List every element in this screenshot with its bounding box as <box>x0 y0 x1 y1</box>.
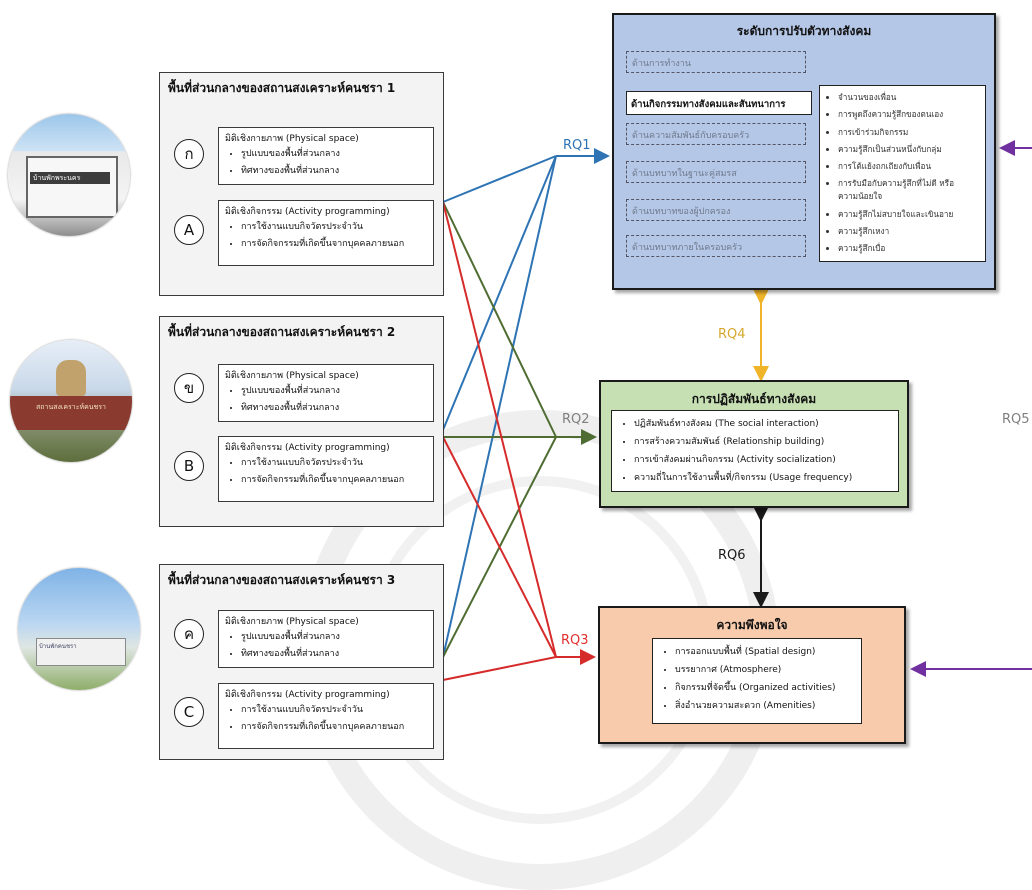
social-adjustment-title: ระดับการปรับตัวทางสังคม <box>736 24 872 38</box>
dashed-item: ด้านความสัมพันธ์กับครอบครัว <box>626 123 806 145</box>
rq4-label: RQ4 <box>718 327 746 342</box>
dashed-item: ด้านการทำงาน <box>626 51 806 73</box>
list-item: จำนวนของเพื่อน <box>838 91 985 104</box>
list-item: การใช้งานแบบกิจวัตรประจำวัน <box>241 219 404 233</box>
letter-badge-thai: ค <box>174 619 204 649</box>
social-adjustment-box: ระดับการปรับตัวทางสังคม ด้านการทำงาน ด้า… <box>612 13 996 290</box>
photo-elderly-home-2: สถานสงเคราะห์คนชรา <box>10 340 132 462</box>
activity-programming-box: มิติเชิงกิจกรรม (Activity programming) ก… <box>218 200 434 266</box>
list-item: ทิศทางของพื้นที่ส่วนกลาง <box>241 163 340 177</box>
rq3-connectors <box>442 201 596 681</box>
list-item: ทิศทางของพื้นที่ส่วนกลาง <box>241 400 340 414</box>
group-title: พื้นที่ส่วนกลางของสถานสงเคราะห์คนชรา 2 <box>168 325 396 339</box>
list-item: การจัดกิจกรรมที่เกิดขึ้นจากบุคคลภายนอก <box>241 236 404 250</box>
group-title: พื้นที่ส่วนกลางของสถานสงเคราะห์คนชรา 1 <box>168 81 396 95</box>
dashed-item: ด้านบทบาทภายในครอบครัว <box>626 235 806 257</box>
list-item: การจัดกิจกรรมที่เกิดขึ้นจากบุคคลภายนอก <box>241 472 404 486</box>
list-item: การใช้งานแบบกิจวัตรประจำวัน <box>241 702 404 716</box>
photo-elderly-home-3: บ้านพักคนชรา <box>18 568 140 690</box>
letter-badge-english: B <box>174 451 204 481</box>
rq3-label: RQ3 <box>561 633 589 648</box>
list-item: การเข้าร่วมกิจกรรม <box>838 126 985 139</box>
social-interaction-title: การปฏิสัมพันธ์ทางสังคม <box>691 392 817 406</box>
rq1-label: RQ1 <box>563 138 591 153</box>
list-item: การโต้แย้งถกเถียงกับเพื่อน <box>838 160 985 173</box>
physical-space-box: มิติเชิงกายภาพ (Physical space) รูปแบบขอ… <box>218 127 434 185</box>
rq2-connectors <box>442 201 597 658</box>
photo-elderly-home-1: บ้านพักพระนคร <box>8 114 130 236</box>
list-item: ทิศทางของพื้นที่ส่วนกลาง <box>241 646 340 660</box>
rq6-label: RQ6 <box>718 548 746 563</box>
social-interaction-list: ปฏิสัมพันธ์ทางสังคม (The social interact… <box>611 410 899 492</box>
satisfaction-box: ความพึงพอใจ การออกแบบพื้นที่ (Spatial de… <box>598 606 906 744</box>
activity-programming-title: มิติเชิงกิจกรรม (Activity programming) <box>225 443 390 453</box>
list-item: กิจกรรมที่จัดขึ้น (Organized activities) <box>675 680 861 694</box>
physical-space-box: มิติเชิงกายภาพ (Physical space) รูปแบบขอ… <box>218 610 434 668</box>
physical-space-title: มิติเชิงกายภาพ (Physical space) <box>225 134 359 144</box>
list-item: การจัดกิจกรรมที่เกิดขึ้นจากบุคคลภายนอก <box>241 719 404 733</box>
dashed-item: ด้านบทบาทของผู้ปกครอง <box>626 199 806 221</box>
list-item: การสร้างความสัมพันธ์ (Relationship build… <box>634 434 898 448</box>
list-item: บรรยากาศ (Atmosphere) <box>675 662 861 676</box>
list-item: รูปแบบของพื้นที่ส่วนกลาง <box>241 383 340 397</box>
list-item: การรับมือกับความรู้สึกที่ไม่ดี หรือความน… <box>838 177 973 203</box>
rq2-label: RQ2 <box>562 412 590 427</box>
list-item: รูปแบบของพื้นที่ส่วนกลาง <box>241 146 340 160</box>
list-item: ความรู้สึกเป็นส่วนหนึ่งกับกลุ่ม <box>838 143 985 156</box>
dashed-item: ด้านบทบาทในฐานะคู่สมรส <box>626 161 806 183</box>
physical-space-title: มิติเชิงกายภาพ (Physical space) <box>225 617 359 627</box>
letter-badge-english: A <box>174 215 204 245</box>
common-area-group-2: พื้นที่ส่วนกลางของสถานสงเคราะห์คนชรา 2 ข… <box>159 316 444 527</box>
list-item: รูปแบบของพื้นที่ส่วนกลาง <box>241 629 340 643</box>
list-item: ความถี่ในการใช้งานพื้นที่/กิจกรรม (Usage… <box>634 470 898 484</box>
physical-space-box: มิติเชิงกายภาพ (Physical space) รูปแบบขอ… <box>218 364 434 422</box>
letter-badge-thai: ก <box>174 139 204 169</box>
letter-badge-english: C <box>174 697 204 727</box>
activity-programming-title: มิติเชิงกิจกรรม (Activity programming) <box>225 690 390 700</box>
list-item: การออกแบบพื้นที่ (Spatial design) <box>675 644 861 658</box>
satisfaction-list: การออกแบบพื้นที่ (Spatial design) บรรยาก… <box>652 638 862 724</box>
activity-programming-box: มิติเชิงกิจกรรม (Activity programming) ก… <box>218 683 434 749</box>
common-area-group-3: พื้นที่ส่วนกลางของสถานสงเคราะห์คนชรา 3 ค… <box>159 564 444 760</box>
list-item: ความรู้สึกไม่สบายใจและเขินอาย <box>838 208 985 221</box>
list-item: การพูดถึงความรู้สึกของตนเอง <box>838 108 985 121</box>
rq1-connectors <box>442 148 610 658</box>
list-item: สิ่งอำนวยความสะดวก (Amenities) <box>675 698 861 712</box>
list-item: การใช้งานแบบกิจวัตรประจำวัน <box>241 455 404 469</box>
satisfaction-title: ความพึงพอใจ <box>716 618 788 632</box>
list-item: การเข้าสังคมผ่านกิจกรรม (Activity social… <box>634 452 898 466</box>
research-framework-diagram: บ้านพักพระนคร สถานสงเคราะห์คนชรา บ้านพัก… <box>0 0 1032 762</box>
list-item: ความรู้สึกเหงา <box>838 225 985 238</box>
group-title: พื้นที่ส่วนกลางของสถานสงเคราะห์คนชรา 3 <box>168 573 396 587</box>
list-item: ปฏิสัมพันธ์ทางสังคม (The social interact… <box>634 416 898 430</box>
physical-space-title: มิติเชิงกายภาพ (Physical space) <box>225 371 359 381</box>
activity-programming-box: มิติเชิงกิจกรรม (Activity programming) ก… <box>218 436 434 502</box>
list-item: ความรู้สึกเบื่อ <box>838 242 985 255</box>
activity-programming-title: มิติเชิงกิจกรรม (Activity programming) <box>225 207 390 217</box>
letter-badge-thai: ข <box>174 373 204 403</box>
rq5-label: RQ5 <box>1002 412 1030 427</box>
connector-lines <box>442 140 1032 681</box>
highlight-item: ด้านกิจกรรมทางสังคมและสันทนาการ <box>626 91 812 115</box>
social-interaction-box: การปฏิสัมพันธ์ทางสังคม ปฏิสัมพันธ์ทางสัง… <box>599 380 909 508</box>
social-feelings-list: จำนวนของเพื่อน การพูดถึงความรู้สึกของตนเ… <box>819 85 986 262</box>
common-area-group-1: พื้นที่ส่วนกลางของสถานสงเคราะห์คนชรา 1 ก… <box>159 72 444 296</box>
